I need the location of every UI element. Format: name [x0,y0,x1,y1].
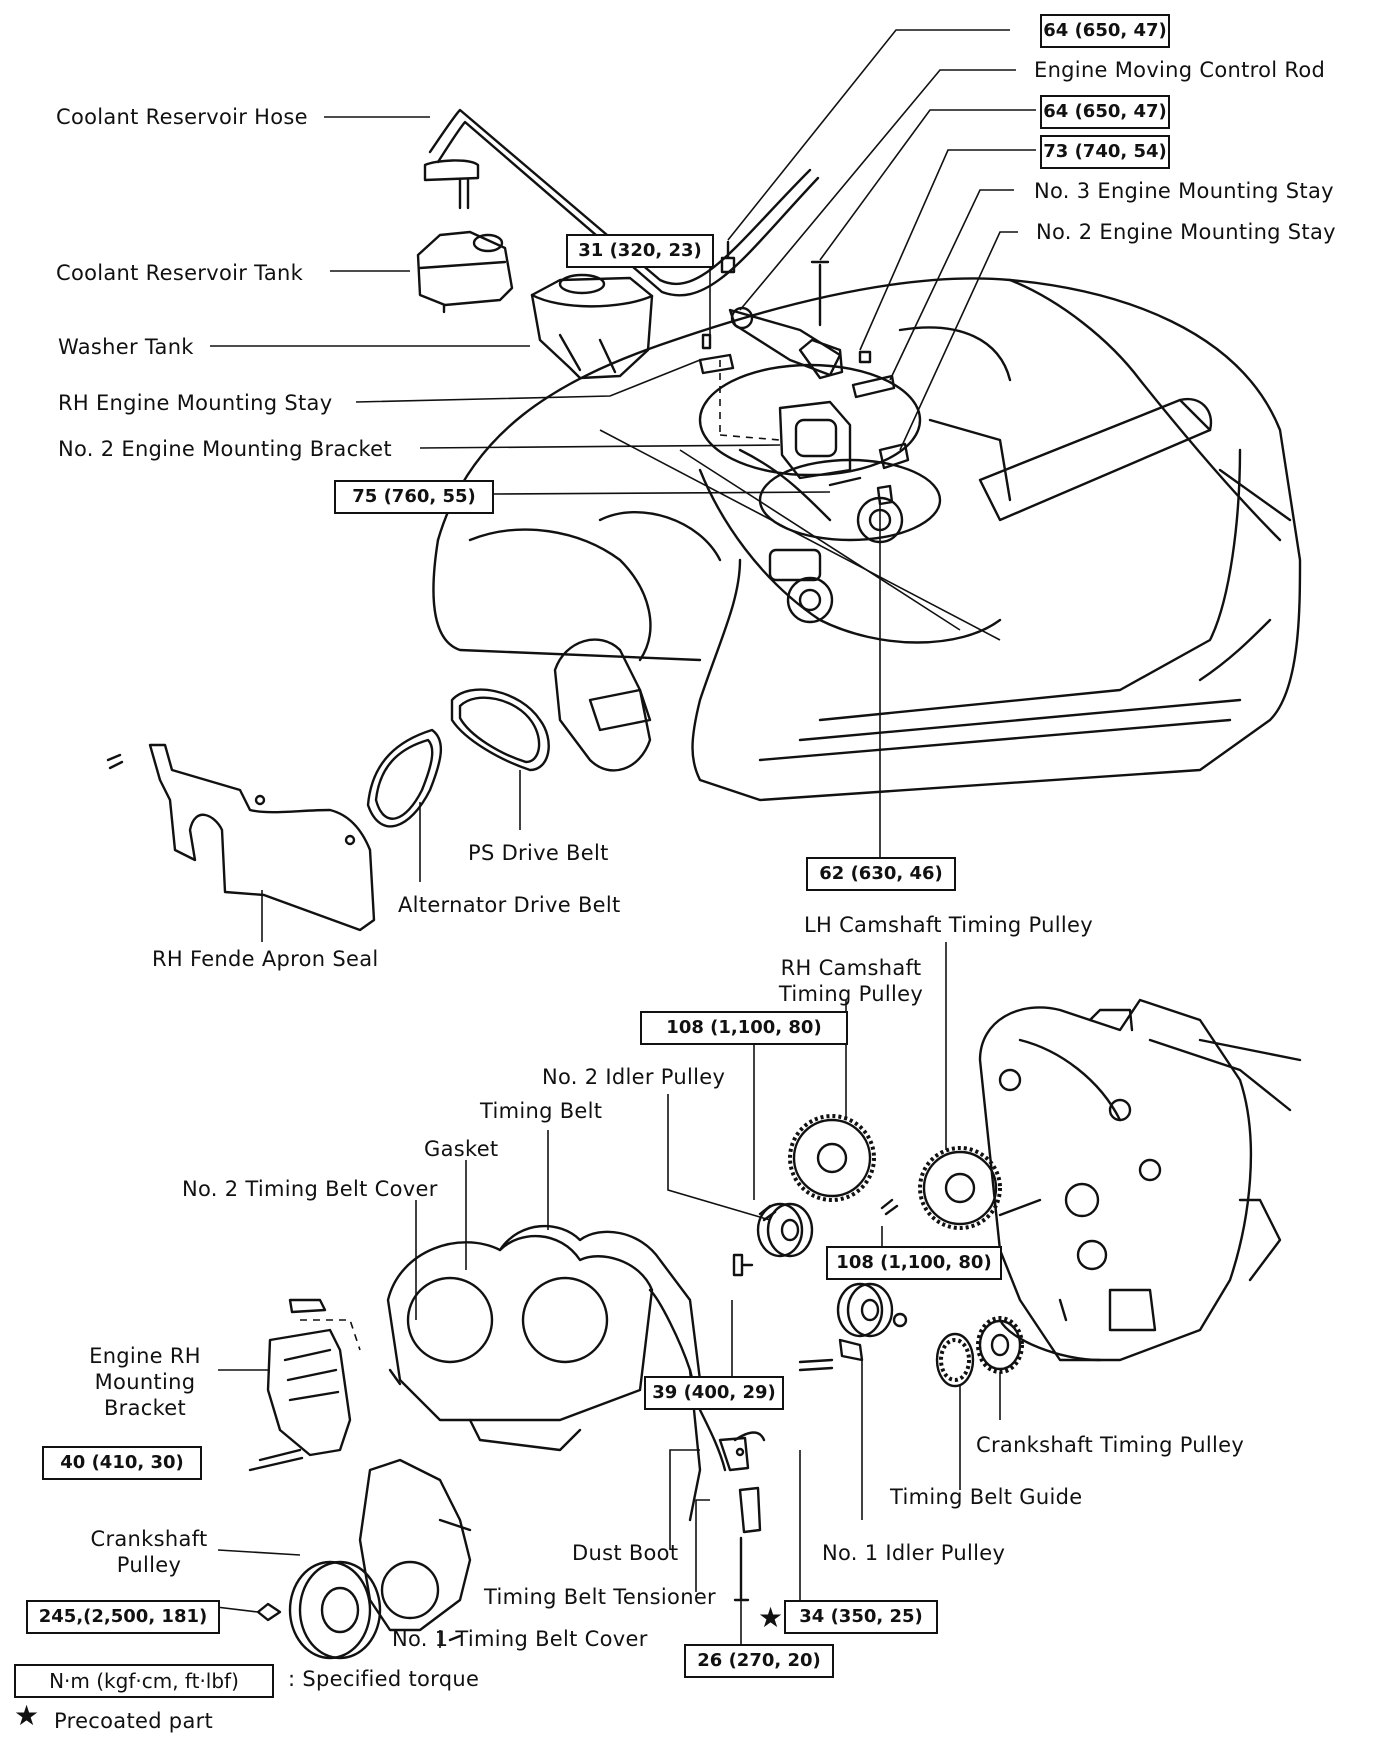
coolant-reservoir-hose [423,108,820,297]
label-no2-engine-mounting-bracket: No. 2 Engine Mounting Bracket [58,437,392,461]
label-engine-moving-control-rod: Engine Moving Control Rod [1034,58,1326,82]
label-gasket: Gasket [424,1137,499,1161]
label-no2-engine-mounting-stay: No. 2 Engine Mounting Stay [1036,220,1336,244]
label-alternator-drive-belt: Alternator Drive Belt [398,893,621,917]
legend-star-icon: ★ [14,1699,40,1732]
label-no2-idler-pulley: No. 2 Idler Pulley [542,1065,726,1089]
torque-box: 64 (650, 47) [1040,95,1170,129]
timing-belt-covers [300,1224,727,1522]
label-no2-timing-belt-cover: No. 2 Timing Belt Cover [182,1177,438,1201]
label-timing-belt-tensioner: Timing Belt Tensioner [484,1585,716,1609]
torque-box: 73 (740, 54) [1040,135,1170,169]
rh-fender-apron-seal [106,743,376,932]
precoated-star-icon: ★ [758,1601,784,1634]
label-crankshaft-pulley: Crankshaft Pulley [90,1527,208,1577]
legend-torque-unit-box: N·m (kgf·cm, ft·lbf) [14,1664,274,1698]
washer-tank [530,273,654,380]
label-coolant-reservoir-hose: Coolant Reservoir Hose [56,105,308,129]
torque-box: 31 (320, 23) [566,234,714,268]
label-no1-timing-belt-cover: No. 1 Timing Belt Cover [392,1627,648,1651]
label-rh-engine-mounting-stay: RH Engine Mounting Stay [58,391,333,415]
label-dust-boot: Dust Boot [572,1541,679,1565]
drive-belts [366,688,550,828]
legend-torque-description: : Specified torque [288,1667,480,1691]
label-timing-belt-guide: Timing Belt Guide [890,1485,1083,1509]
torque-box: 75 (760, 55) [334,480,494,514]
engine-block-upper [599,326,1213,644]
coolant-reservoir-tank [416,230,514,314]
label-no1-idler-pulley: No. 1 Idler Pulley [822,1541,1006,1565]
idlers-and-tensioner [718,1202,1024,1602]
label-washer-tank: Washer Tank [58,335,194,359]
leader-lines-lower [207,942,1001,1656]
torque-box: 40 (410, 30) [42,1446,202,1480]
label-crankshaft-timing-pulley: Crankshaft Timing Pulley [976,1433,1245,1457]
torque-box: 26 (270, 20) [684,1644,834,1678]
label-no3-engine-mounting-stay: No. 3 Engine Mounting Stay [1034,179,1334,203]
ps-pump-shroud [553,638,652,772]
leader-lines-upper [210,29,1036,942]
label-timing-belt: Timing Belt [480,1099,603,1123]
torque-box: 245,(2,500, 181) [26,1600,220,1634]
torque-box: 62 (630, 46) [806,857,956,891]
torque-box: 34 (350, 25) [784,1600,938,1634]
crankshaft-pulley [256,1560,382,1660]
label-engine-rh-mounting-bracket: Engine RH Mounting Bracket [89,1344,201,1420]
label-coolant-reservoir-tank: Coolant Reservoir Tank [56,261,304,285]
torque-box: 108 (1,100, 80) [640,1011,848,1045]
label-rh-camshaft-timing-pulley: RH Camshaft Timing Pulley [778,956,924,1006]
label-lh-camshaft-timing-pulley: LH Camshaft Timing Pulley [804,913,1093,937]
engine-mounts-upper [698,240,910,506]
legend-precoated-part: Precoated part [54,1709,214,1733]
engine-block-lower [978,998,1302,1362]
torque-box: 108 (1,100, 80) [826,1246,1002,1280]
torque-box: 64 (650, 47) [1040,14,1170,48]
no1-timing-belt-cover [358,1458,472,1642]
label-rh-fende-apron-seal: RH Fende Apron Seal [152,947,379,971]
torque-box: 39 (400, 29) [644,1376,784,1410]
label-ps-drive-belt: PS Drive Belt [468,841,609,865]
engine-rh-mounting-bracket [248,1298,352,1472]
